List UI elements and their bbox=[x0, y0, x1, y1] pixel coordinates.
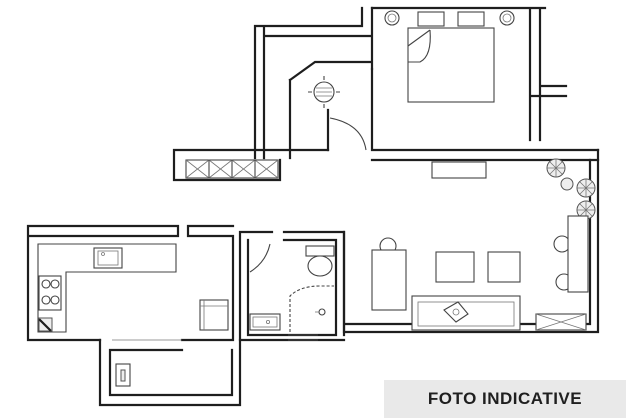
sink-icon bbox=[93, 247, 123, 269]
shower-icon bbox=[289, 285, 334, 332]
caption-banner: FOTO INDICATIVE bbox=[384, 380, 626, 418]
entrance-walls bbox=[98, 338, 242, 407]
bathroom-threshold bbox=[288, 334, 318, 341]
toilet-icon bbox=[305, 245, 335, 277]
sofa-icon bbox=[411, 295, 521, 331]
walls bbox=[26, 6, 600, 407]
corridor-door bbox=[329, 117, 367, 151]
corridor-walls bbox=[172, 148, 330, 182]
living-walls bbox=[342, 148, 600, 334]
storage-cabinet bbox=[185, 159, 279, 179]
wall-unit bbox=[567, 215, 589, 293]
tv-cabinet bbox=[535, 313, 587, 331]
kitchen-counter bbox=[37, 243, 177, 333]
round-table-icon bbox=[308, 76, 340, 108]
stove-icon bbox=[38, 275, 62, 311]
bedroom-walls bbox=[370, 6, 600, 162]
plant-icon bbox=[546, 158, 596, 220]
caption-text: FOTO INDICATIVE bbox=[427, 389, 583, 408]
dining-set bbox=[371, 237, 521, 311]
kitchen-shelf bbox=[199, 299, 229, 331]
bathroom-sink bbox=[249, 313, 281, 331]
bed-icon bbox=[384, 10, 515, 103]
bedroom-desk bbox=[431, 161, 487, 179]
entry-walls bbox=[253, 6, 374, 160]
bathroom-door bbox=[249, 243, 271, 273]
kitchen-walls bbox=[26, 224, 235, 342]
